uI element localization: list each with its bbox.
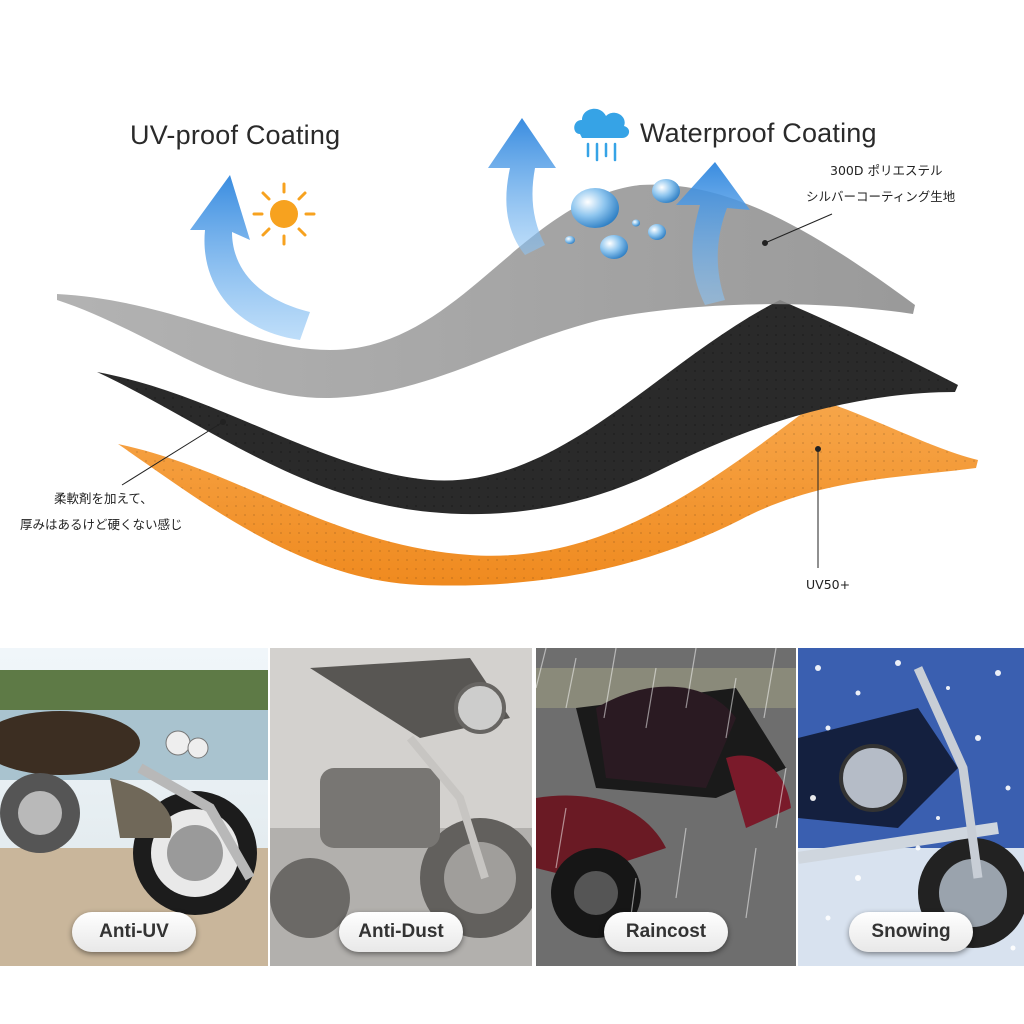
softener-label: 柔軟剤を加えて、 厚みはあるけど硬くない感じ [20,486,183,538]
rain-cloud-icon [574,108,630,162]
softener-line-1: 柔軟剤を加えて、 [54,491,153,506]
snowing-scene [798,648,1024,966]
snowing-badge: Snowing [849,912,973,952]
up-arrow-icon [488,118,556,255]
anti-dust-badge: Anti-Dust [339,912,463,952]
usage-photo-strip: Anti-UV Anti-Dust [0,648,1024,968]
material-line-2: シルバーコーティング生地 [806,189,956,204]
anti-uv-scene [0,648,268,966]
bottom-orange-layer [118,400,978,586]
water-droplet-icon [565,179,680,259]
waterproof-heading: Waterproof Coating [640,118,877,148]
anti-uv-badge: Anti-UV [72,912,196,952]
raincost-badge: Raincost [604,912,728,952]
layer-illustration [57,108,978,586]
photo-snowing: Snowing [798,648,1024,966]
photo-raincost: Raincost [536,648,796,966]
material-label: 300D ポリエステル シルバーコーティング生地 [806,158,955,210]
uv-proof-heading: UV-proof Coating [130,120,341,150]
material-line-1: 300D ポリエステル [830,163,943,178]
anti-dust-scene [270,648,532,966]
uv-rating-label: UV50+ [806,577,851,592]
up-arrow-icon [676,162,750,305]
softener-line-2: 厚みはあるけど硬くない感じ [20,517,183,532]
up-arrow-icon [190,175,310,340]
middle-black-layer [97,300,958,515]
sun-icon [252,182,316,246]
callout-lines [121,213,833,568]
photo-anti-dust: Anti-Dust [270,648,532,966]
photo-anti-uv: Anti-UV [0,648,268,966]
fabric-layer-diagram: UV-proof Coating Waterproof Coating 300D… [20,108,978,592]
